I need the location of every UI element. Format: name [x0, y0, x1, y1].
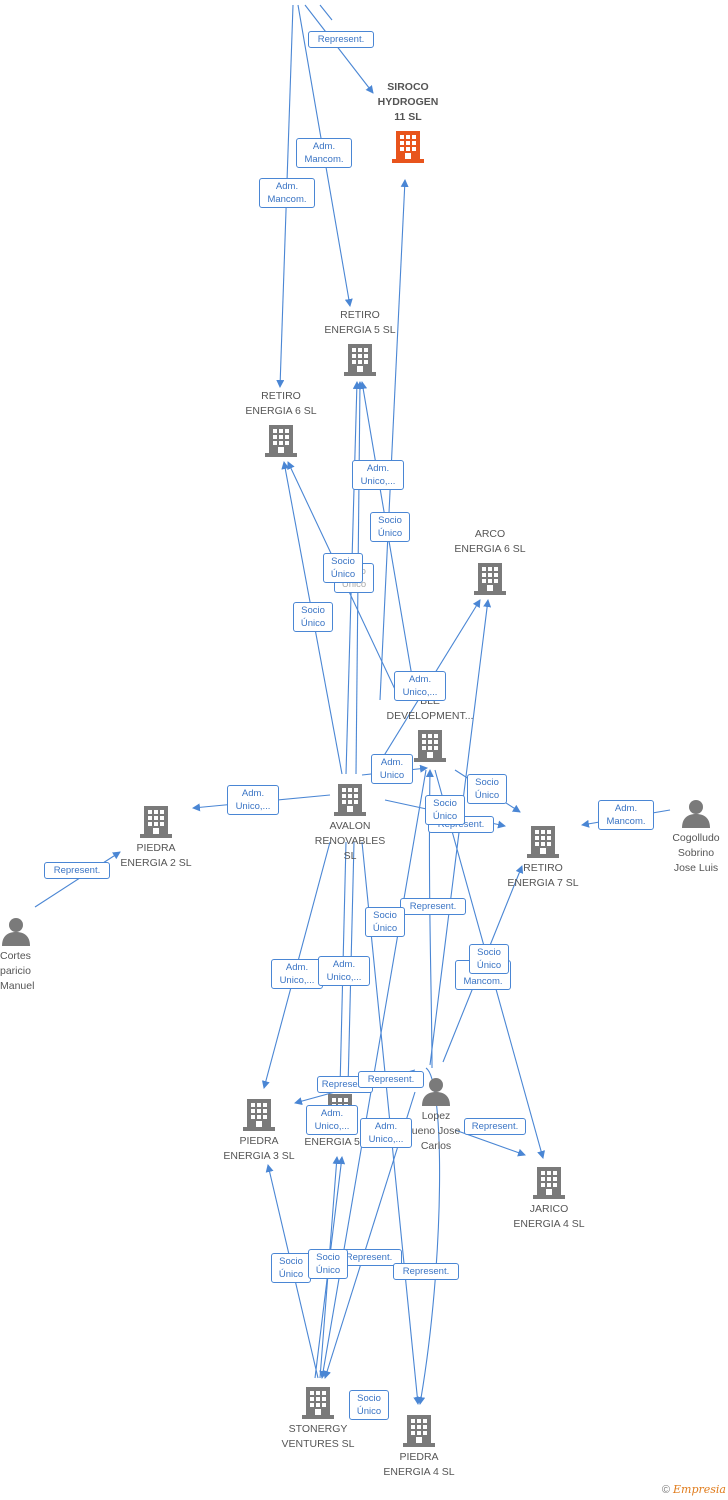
node-siroco[interactable]: SIROCO HYDROGEN 11 SL [368, 80, 448, 163]
node-lopez[interactable]: Lopez ueno Jose Carlos [406, 1076, 466, 1154]
edge-label[interactable]: Adm. Mancom. [296, 138, 352, 168]
node-label: RETIRO ENERGIA 6 SL [245, 390, 317, 417]
edge-line [379, 179, 409, 701]
node-label: ARCO ENERGIA 6 SL [454, 528, 526, 555]
building-icon [533, 1165, 565, 1199]
node-label: PIEDRA ENERGIA 2 SL [120, 842, 192, 869]
node-cogolludo[interactable]: Cogolludo Sobrino Jose Luis [664, 798, 728, 876]
building-icon [243, 1097, 275, 1131]
edge-line [319, 4, 333, 21]
building-icon [265, 423, 297, 457]
node-piedra3[interactable]: PIEDRA ENERGIA 3 SL [214, 1097, 304, 1164]
node-label: JARICO ENERGIA 4 SL [513, 1203, 585, 1230]
edge-label[interactable]: Adm. Unico,... [394, 671, 446, 701]
node-label: PIEDRA ENERGIA 3 SL [223, 1135, 295, 1162]
node-label: RETIRO ENERGIA 5 SL [324, 309, 396, 336]
node-avalon[interactable]: AVALON RENOVABLES SL [308, 782, 392, 864]
node-label: STONERGY VENTURES SL [281, 1423, 355, 1450]
edge-label[interactable]: Represent. [358, 1071, 424, 1088]
node-label: SIROCO HYDROGEN 11 SL [377, 81, 439, 123]
building-icon [344, 342, 376, 376]
building-icon [527, 824, 559, 858]
building-icon [140, 804, 172, 838]
building-icon [414, 728, 446, 762]
node-label: PIEDRA ENERGIA 4 SL [383, 1451, 455, 1478]
edge-label[interactable]: Socio Único [308, 1249, 348, 1279]
edge-label[interactable]: Socio Único [469, 944, 509, 974]
person-icon [421, 1076, 451, 1106]
building-icon [334, 782, 366, 816]
node-retiro7[interactable]: RETIRO ENERGIA 7 SL [498, 824, 588, 891]
edge-label[interactable]: Adm. Mancom. [598, 800, 654, 830]
edge-label[interactable]: Socio Único [271, 1253, 311, 1283]
node-jarico4[interactable]: JARICO ENERGIA 4 SL [504, 1165, 594, 1232]
copyright-icon: © [661, 1484, 670, 1496]
node-stonergy[interactable]: STONERGY VENTURES SL [272, 1385, 364, 1452]
footer-brand: © Empresia [662, 1483, 726, 1496]
person-icon [1, 916, 31, 946]
edge-label[interactable]: Socio Único [467, 774, 507, 804]
edge-line [34, 851, 121, 908]
brand-logo: Empresia [673, 1483, 726, 1496]
node-retiro6[interactable]: RETIRO ENERGIA 6 SL [236, 389, 326, 457]
node-arco6[interactable]: ARCO ENERGIA 6 SL [445, 527, 535, 595]
edge-label[interactable]: Adm. Unico,... [306, 1105, 358, 1135]
node-retiro5[interactable]: RETIRO ENERGIA 5 SL [315, 308, 405, 376]
edge-label[interactable]: Socio Único [365, 907, 405, 937]
edge-label[interactable]: Socio Único [425, 795, 465, 825]
node-label: RETIRO ENERGIA 7 SL [507, 862, 579, 889]
edge-label[interactable]: Represent. [400, 898, 466, 915]
edge-label[interactable]: Adm. Unico,... [271, 959, 323, 989]
node-piedra2[interactable]: PIEDRA ENERGIA 2 SL [112, 804, 200, 871]
edge-label[interactable]: Socio Único [370, 512, 410, 542]
edge-label[interactable]: Adm. Unico [371, 754, 413, 784]
node-piedra4[interactable]: PIEDRA ENERGIA 4 SL [374, 1413, 464, 1480]
edge-label[interactable]: Represent. [308, 31, 374, 48]
node-label: Lopez ueno Jose Carlos [411, 1110, 461, 1152]
node-label: AVALON RENOVABLES SL [314, 820, 386, 862]
edge-label[interactable]: Represent. [44, 862, 110, 879]
edge-label[interactable]: Socio Único [349, 1390, 389, 1420]
node-cortes[interactable]: Cortes paricio Manuel [0, 916, 34, 994]
edge-label[interactable]: Adm. Unico,... [318, 956, 370, 986]
node-label: Cogolludo Sobrino Jose Luis [672, 832, 720, 874]
building-icon [403, 1413, 435, 1447]
edge-label[interactable]: Socio Único [293, 602, 333, 632]
building-icon [474, 561, 506, 595]
edge-label[interactable]: Represent. [393, 1263, 459, 1280]
edge-line [304, 4, 374, 94]
person-icon [681, 798, 711, 828]
building-icon [302, 1385, 334, 1419]
edge-label[interactable]: Adm. Mancom. [259, 178, 315, 208]
edge-label[interactable]: Represent. [464, 1118, 526, 1135]
edge-label[interactable]: Adm. Unico,... [352, 460, 404, 490]
building-icon [392, 129, 424, 163]
edge-label[interactable]: Adm. Unico,... [227, 785, 279, 815]
node-label: Cortes paricio Manuel [0, 950, 34, 992]
edge-label[interactable]: Socio Único [323, 553, 363, 583]
edge-label[interactable]: Adm. Unico,... [360, 1118, 412, 1148]
